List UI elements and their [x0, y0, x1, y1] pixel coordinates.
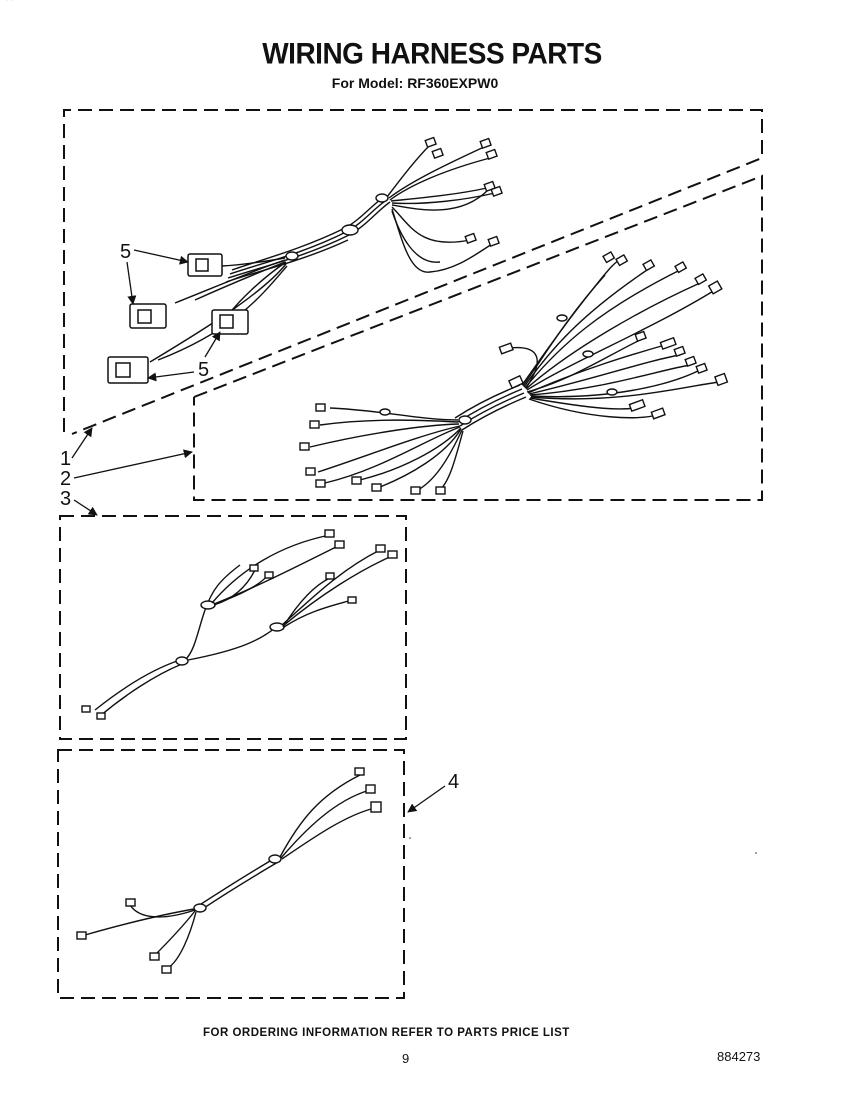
harness-1	[107, 136, 503, 384]
callout-part-5-lower: 5	[147, 331, 221, 382]
callout-part-3: 3	[60, 488, 98, 516]
page-number: 9	[402, 1051, 410, 1066]
svg-text:5: 5	[120, 241, 131, 263]
svg-text:5: 5	[198, 359, 209, 381]
harness-2	[299, 250, 729, 495]
callout-part-4: 4	[407, 771, 459, 813]
model-subtitle: For Model: RF360EXPW0	[331, 75, 499, 91]
svg-text:2: 2	[60, 468, 71, 490]
corner-mark: ' '	[6, 0, 13, 8]
ordering-info-note: FOR ORDERING INFORMATION REFER TO PARTS …	[203, 1027, 570, 1039]
harness-2-outline	[193, 174, 763, 501]
document-number: 884273	[717, 1049, 761, 1064]
callout-part-2: 2	[60, 449, 193, 490]
callout-part-1: 1	[60, 427, 93, 470]
harness-3-outline	[59, 515, 407, 740]
page-title: WIRING HARNESS PARTS	[262, 37, 602, 70]
svg-text:4: 4	[448, 771, 459, 793]
harness-4	[76, 767, 382, 974]
callout-part-5-upper: 5	[120, 241, 189, 305]
svg-text:1: 1	[60, 448, 71, 470]
svg-text:3: 3	[60, 488, 71, 510]
harness-1-outline	[63, 109, 763, 435]
plug-connector	[107, 253, 249, 384]
harness-3	[81, 529, 398, 720]
harness-4-outline	[57, 749, 405, 999]
